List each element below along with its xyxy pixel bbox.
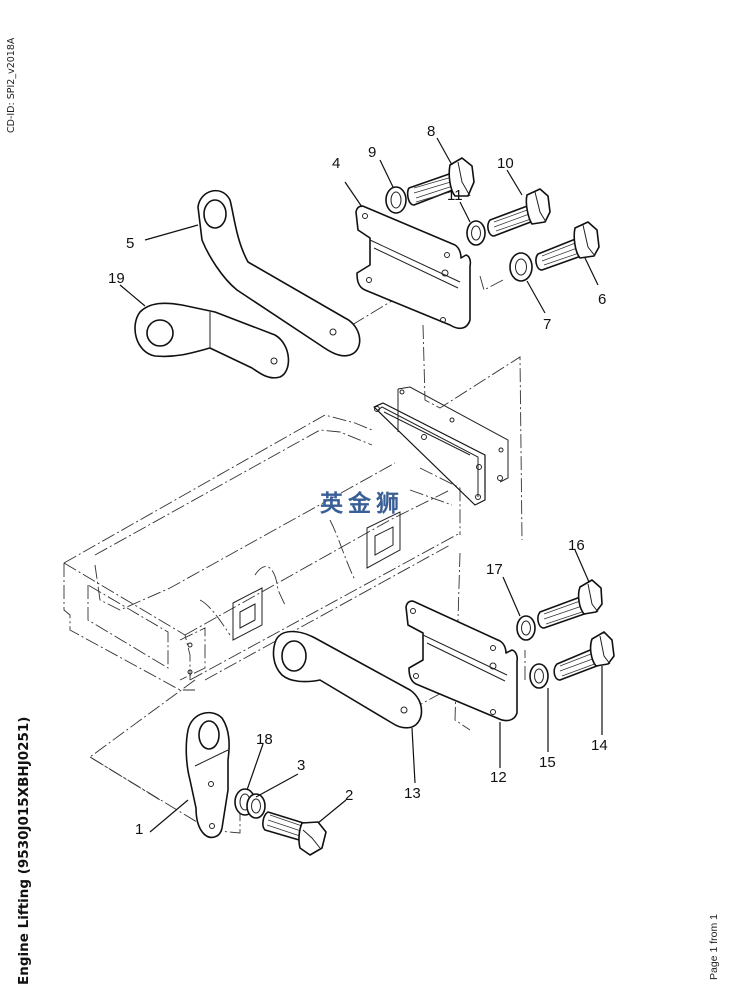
callout-leaders bbox=[119, 137, 603, 833]
callout-3: 3 bbox=[297, 757, 305, 774]
callout-1: 1 bbox=[135, 821, 143, 838]
callout-16: 16 bbox=[568, 537, 585, 554]
callout-10: 10 bbox=[497, 155, 514, 172]
callout-6: 6 bbox=[598, 291, 606, 308]
callout-12: 12 bbox=[490, 769, 507, 786]
callout-4: 4 bbox=[332, 155, 340, 172]
part-2-bolt bbox=[262, 811, 327, 856]
callout-11: 11 bbox=[447, 187, 463, 204]
callout-8: 8 bbox=[427, 123, 435, 140]
engine-block bbox=[63, 414, 461, 691]
part-4-bracket bbox=[355, 205, 472, 330]
callout-19: 19 bbox=[108, 270, 125, 287]
part-5-lifting-eye bbox=[197, 189, 361, 357]
callout-2: 2 bbox=[345, 787, 353, 804]
part-11-washer bbox=[466, 220, 486, 246]
part-15-washer bbox=[529, 663, 549, 689]
part-17-washer bbox=[516, 615, 536, 641]
part-6-bolt bbox=[535, 221, 600, 271]
part-7-washer bbox=[509, 252, 533, 282]
part-10-bolt bbox=[487, 188, 551, 237]
callout-17: 17 bbox=[486, 561, 503, 578]
callout-5: 5 bbox=[126, 235, 134, 252]
callout-7: 7 bbox=[543, 316, 551, 333]
watermark: 英金狮 bbox=[320, 491, 404, 517]
part-14-bolt bbox=[553, 631, 615, 681]
cover-plate bbox=[373, 386, 509, 506]
part-19-lifting-eye bbox=[134, 302, 290, 379]
part-12-bracket bbox=[405, 600, 519, 722]
part-16-bolt bbox=[537, 579, 603, 629]
part-13-lifting-arm bbox=[272, 630, 423, 729]
part-3-washer bbox=[246, 793, 266, 819]
part-9-washer bbox=[385, 186, 407, 214]
callout-15: 15 bbox=[539, 754, 556, 771]
callout-14: 14 bbox=[591, 737, 608, 754]
callout-numbers: 1 2 3 4 5 6 7 8 9 10 11 12 13 14 15 16 1… bbox=[108, 123, 608, 838]
part-1-lifting-eye bbox=[185, 711, 230, 839]
callout-13: 13 bbox=[404, 785, 421, 802]
part-8-bolt bbox=[406, 157, 475, 206]
callout-9: 9 bbox=[368, 144, 376, 161]
callout-18: 18 bbox=[256, 731, 273, 748]
